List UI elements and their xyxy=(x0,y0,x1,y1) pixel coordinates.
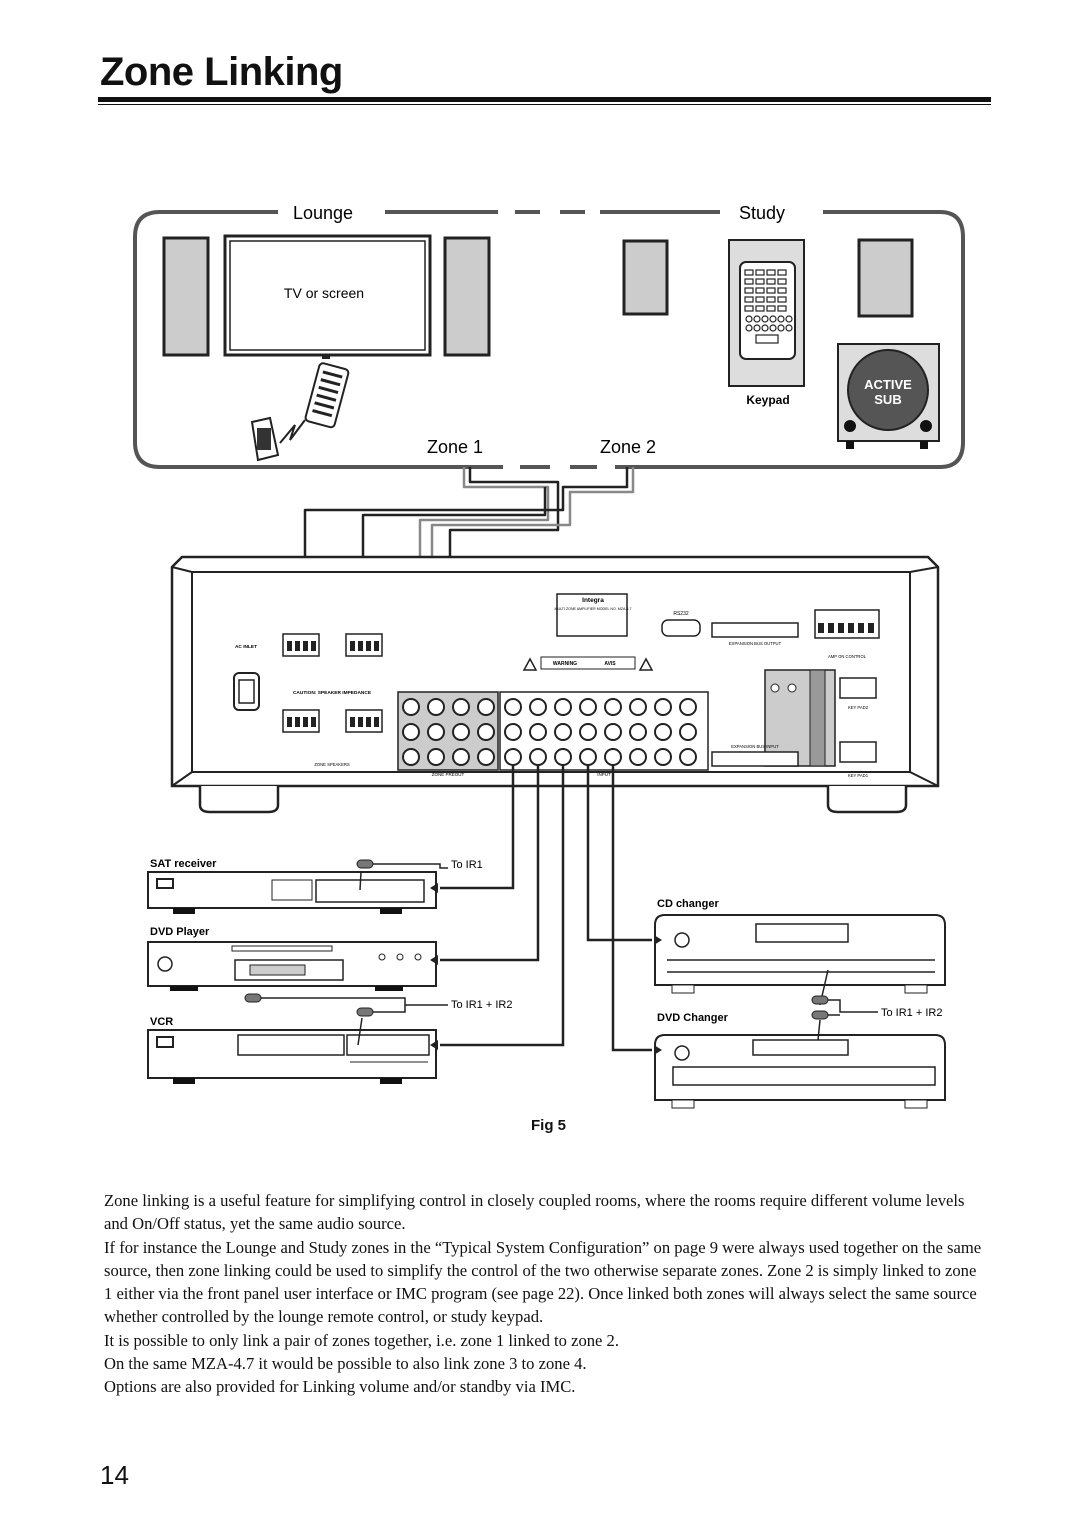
sub-label-1: ACTIVE xyxy=(864,377,912,392)
page-title: Zone Linking xyxy=(100,50,343,94)
keypad-label: Keypad xyxy=(746,393,789,407)
zone-preout-label: ZONE PREOUT xyxy=(432,772,465,777)
vcr xyxy=(147,1029,437,1084)
to-ir1-ir2-right-label: To IR1 + IR2 xyxy=(881,1007,942,1019)
ir-signal-icon xyxy=(279,419,306,444)
cd-changer-label: CD changer xyxy=(657,898,719,910)
lounge-speaker-right xyxy=(443,236,491,357)
audio-cables xyxy=(440,765,652,1052)
title-rule xyxy=(98,97,991,102)
avis-label: AVIS xyxy=(604,661,616,667)
dvd-player xyxy=(147,941,437,991)
keypad-icon xyxy=(728,239,805,387)
dvd-player-label: DVD Player xyxy=(150,926,210,938)
paragraph: On the same MZA-4.7 it would be possible… xyxy=(104,1354,587,1374)
ir-emitters xyxy=(244,859,829,1020)
rs232-port xyxy=(661,619,701,637)
study-speaker-right xyxy=(857,238,914,318)
key-pad2-label: KEY PAD2 xyxy=(848,705,869,710)
sat-label: SAT receiver xyxy=(150,858,217,870)
key-pad1-label: KEY PAD1 xyxy=(848,773,869,778)
cd-changer xyxy=(654,914,946,994)
ir-cables xyxy=(260,863,878,1046)
paragraph: Options are also provided for Linking vo… xyxy=(104,1377,576,1397)
lounge-label: Lounge xyxy=(293,203,353,223)
vcr-label: VCR xyxy=(150,1016,173,1028)
dvd-changer-label: DVD Changer xyxy=(657,1012,729,1024)
body-text: Zone linking is a useful feature for sim… xyxy=(104,1189,988,1399)
expansion-input-label: EXPANSION BUS INPUT xyxy=(731,744,779,749)
study-speaker xyxy=(622,239,669,316)
expansion-output-label: EXPANSION BUS OUTPUT xyxy=(729,641,782,646)
amp-brand: Integra xyxy=(582,597,604,604)
sat-receiver xyxy=(147,871,437,914)
ir-receiver-icon xyxy=(250,416,280,462)
zone1-label: Zone 1 xyxy=(427,437,483,457)
zone2-label: Zone 2 xyxy=(600,437,656,457)
page-number: 14 xyxy=(100,1460,129,1490)
study-label: Study xyxy=(739,203,785,223)
paragraph: If for instance the Lounge and Study zon… xyxy=(104,1237,982,1327)
title-rule-thin xyxy=(98,104,991,105)
connection-diagram: Lounge Study TV or screen xyxy=(133,203,965,1109)
figure-caption: Fig 5 xyxy=(531,1117,567,1134)
amp-model: MULTI ZONE AMPLIFIER MODEL NO. MZA-4.7 xyxy=(554,607,631,611)
input-label: INPUT xyxy=(597,772,611,777)
to-ir1-label: To IR1 xyxy=(451,859,483,871)
sub-label-2: SUB xyxy=(874,392,901,407)
paragraph: It is possible to only link a pair of zo… xyxy=(104,1330,620,1350)
warning-icon xyxy=(522,657,654,671)
rca-jacks xyxy=(402,698,697,766)
zone-speakers-label: ZONE SPEAKERS xyxy=(314,762,350,767)
caution-label: CAUTION: SPEAKER IMPEDANCE xyxy=(293,690,372,696)
expansion-output-port xyxy=(711,622,799,638)
ac-inlet-label: AC INLET xyxy=(235,644,257,650)
tv-screen xyxy=(223,234,432,359)
tv-label: TV or screen xyxy=(284,285,364,301)
active-sub-icon xyxy=(837,343,940,449)
rs232-label: RS232 xyxy=(673,611,689,617)
to-ir1-ir2-left-label: To IR1 + IR2 xyxy=(451,999,512,1011)
amp-on-control-label: AMP ON CONTROL xyxy=(828,654,867,659)
expansion-input-port xyxy=(711,751,799,767)
paragraph: Zone linking is a useful feature for sim… xyxy=(104,1191,965,1234)
remote-control-icon xyxy=(304,362,350,429)
cable-arrows xyxy=(430,883,662,1055)
warning-label: WARNING xyxy=(553,661,577,667)
dvd-changer xyxy=(654,1034,946,1109)
lounge-speaker-left xyxy=(162,236,210,357)
